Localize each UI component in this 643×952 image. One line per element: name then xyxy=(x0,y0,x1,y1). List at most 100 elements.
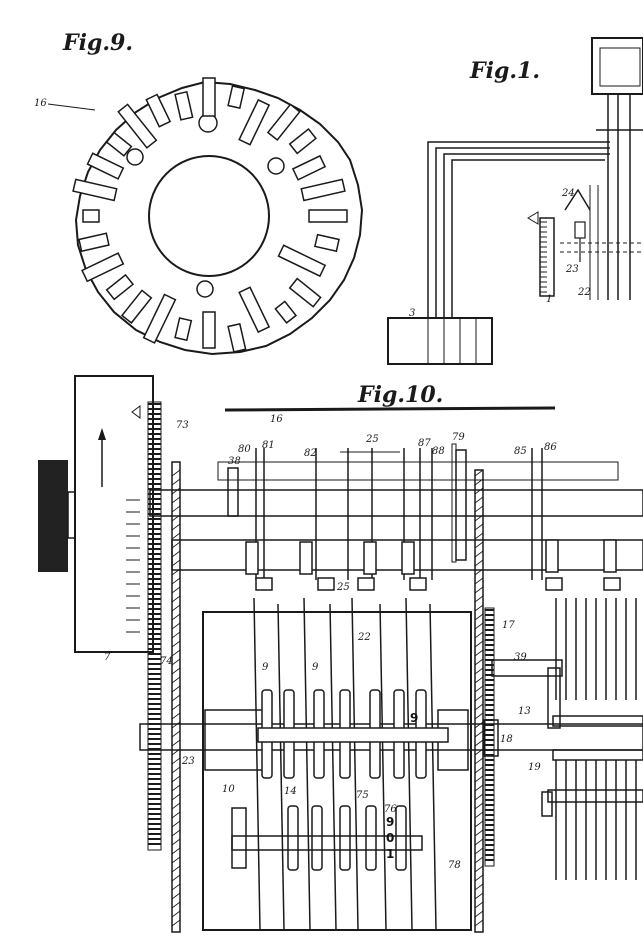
hatch-left xyxy=(171,847,181,855)
contact-foot xyxy=(603,577,621,591)
hatch-left xyxy=(171,487,181,495)
hatch-left xyxy=(171,595,181,603)
hatch-right xyxy=(474,559,484,567)
counter-wheel-lower xyxy=(311,805,323,871)
lower-shaft-end xyxy=(231,807,247,869)
contact-foot xyxy=(545,577,563,591)
fig10-ref-81: 81 xyxy=(262,440,275,451)
gear-18 xyxy=(483,719,499,757)
counter-digit-lower-a: 9 xyxy=(386,815,394,829)
hatch-right xyxy=(474,622,484,630)
hatch-right xyxy=(474,829,484,837)
disc-code-tab xyxy=(105,273,135,301)
cage-rod xyxy=(253,597,261,931)
fig10-ref-88: 88 xyxy=(432,446,445,457)
disc-code-tab xyxy=(227,85,246,109)
pin-block xyxy=(299,541,313,575)
fig1-ref-1: 1 xyxy=(546,294,552,305)
disc-code-tab xyxy=(308,209,348,223)
hatch-left xyxy=(171,901,181,909)
disc-code-tab xyxy=(145,93,172,128)
fig10-ref-78: 78 xyxy=(448,860,461,871)
hatch-right xyxy=(474,874,484,882)
fig10-ref-7: 7 xyxy=(104,652,111,663)
disc-code-tab xyxy=(202,77,216,117)
pin-block xyxy=(363,541,377,575)
hatch-left xyxy=(171,559,181,567)
hatch-right xyxy=(474,766,484,774)
hatch-left xyxy=(171,676,181,684)
fig10-ref-25-low: 25 xyxy=(336,582,350,593)
hatch-right xyxy=(474,550,484,558)
disc-code-tab xyxy=(174,317,193,342)
counter-wheels-upper xyxy=(257,689,449,779)
fig10-ref-86: 86 xyxy=(544,442,557,453)
hatch-left xyxy=(171,541,181,549)
fig10-ref-38: 38 xyxy=(228,456,241,467)
disc-code-tab xyxy=(288,127,317,155)
hatch-left xyxy=(171,829,181,837)
hatch-right xyxy=(474,667,484,675)
hatch-left xyxy=(171,793,181,801)
fig10-ref-16: 16 xyxy=(270,414,283,425)
hatch-right xyxy=(474,793,484,801)
fig10-ref-87: 87 xyxy=(418,438,431,449)
fig10-code-strip xyxy=(224,406,556,412)
hatch-left xyxy=(171,784,181,792)
fig10-title: Fig.10. xyxy=(357,382,443,408)
counter-digit-lower-b: 0 xyxy=(386,831,394,845)
contact-foot xyxy=(255,577,273,591)
brush-plate-b xyxy=(552,749,643,761)
fig1-cable-bundle xyxy=(427,141,610,318)
contact-feet xyxy=(255,577,621,591)
hatch-left xyxy=(171,730,181,738)
hatch-right xyxy=(474,892,484,900)
disc-code-tab xyxy=(314,233,340,253)
disc-code-tab xyxy=(142,293,177,344)
fig1-ref-23: 23 xyxy=(565,264,579,275)
counter-wheel-lower xyxy=(365,805,377,871)
hatch-left xyxy=(171,685,181,693)
cage-rod xyxy=(303,597,311,931)
hatch-left xyxy=(171,766,181,774)
hatch-left xyxy=(171,874,181,882)
disc-code-tab xyxy=(81,252,125,283)
fig9-ref-16: 16 xyxy=(34,98,47,109)
disc-code-tab xyxy=(274,300,298,324)
disc-code-tab xyxy=(238,98,271,146)
hatch-left xyxy=(171,478,181,486)
fig10-ref-75: 75 xyxy=(356,790,369,801)
pin-block xyxy=(401,541,415,575)
wheel-axle xyxy=(257,727,449,743)
lower-shaft xyxy=(139,723,643,751)
fig10-ref-10: 10 xyxy=(222,784,235,795)
hatch-left xyxy=(171,919,181,927)
disc-center-bore xyxy=(148,155,270,277)
hatch-left xyxy=(171,631,181,639)
disc-code-tab xyxy=(72,178,118,202)
hatch-right xyxy=(474,784,484,792)
pin-block xyxy=(603,539,617,573)
hatch-left xyxy=(171,658,181,666)
hatch-left xyxy=(171,865,181,873)
disc-code-tab xyxy=(82,209,100,223)
cage-rod xyxy=(277,603,285,931)
hatch-right xyxy=(474,757,484,765)
knob-shaft xyxy=(67,491,76,539)
hatch-left xyxy=(171,757,181,765)
hatch-right xyxy=(474,505,484,513)
disc-code-tab xyxy=(291,154,327,181)
counter-wheel-lower xyxy=(395,805,407,871)
hatch-right xyxy=(474,721,484,729)
fig1-title: Fig.1. xyxy=(469,58,540,84)
disc-code-tab xyxy=(277,244,327,278)
hatch-left xyxy=(171,802,181,810)
disc-code-tab xyxy=(238,286,271,334)
fig1-top-block-inner xyxy=(599,47,641,87)
fig1-assembly: Fig.1. 24 23 22 1 3 xyxy=(387,37,643,365)
hatch-left xyxy=(171,496,181,504)
fig10-ref-18: 18 xyxy=(500,734,513,745)
hatch-right xyxy=(474,595,484,603)
fig10-ref-39: 39 xyxy=(514,652,527,663)
hatch-left xyxy=(171,739,181,747)
